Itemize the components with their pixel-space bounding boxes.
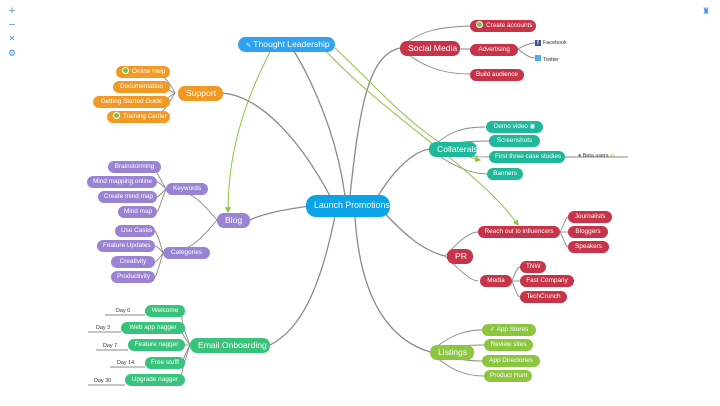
- category-feature-updates-node[interactable]: Feature Updates: [97, 240, 155, 252]
- pr-node[interactable]: PR: [447, 249, 473, 264]
- day-label: Day 14: [117, 360, 135, 366]
- category-productivity-node[interactable]: Productivity: [111, 271, 155, 283]
- play-icon: ◉: [529, 123, 536, 130]
- journalists-node[interactable]: Journalists: [568, 211, 612, 223]
- zoom-out-icon[interactable]: −: [8, 19, 16, 31]
- category-use-cases-node[interactable]: Use Cases: [115, 225, 155, 237]
- bloggers-node[interactable]: Bloggers: [568, 226, 608, 238]
- create-accounts-label: Create accounts: [486, 22, 533, 29]
- check-icon: [476, 21, 483, 28]
- keyword-mind-map-node[interactable]: Mind map: [118, 206, 157, 218]
- build-audience-node[interactable]: Build audience: [470, 69, 524, 81]
- keyword-mind-mapping-online-node[interactable]: Mind mapping online: [87, 176, 157, 188]
- check-icon: [113, 112, 120, 119]
- feature-nagger-node[interactable]: Feature nagger: [128, 339, 185, 351]
- check-icon: ✎: [246, 43, 252, 49]
- speakers-node[interactable]: Speakers: [568, 241, 609, 253]
- beta-user-icon: ●: [578, 153, 582, 159]
- beta-users-label[interactable]: ● Beta users ◎: [578, 153, 615, 159]
- categories-node[interactable]: Categories: [163, 247, 210, 259]
- email-onboarding-node[interactable]: Email Onboarding: [190, 338, 270, 353]
- fast-company-node[interactable]: Fast Company: [520, 275, 574, 287]
- advertising-node[interactable]: Advertising: [470, 44, 518, 56]
- keywords-node[interactable]: Keywords: [166, 183, 208, 195]
- keyword-create-mind-map-node[interactable]: Create mind map: [98, 191, 157, 203]
- user-avatar-icon[interactable]: ♜: [701, 6, 711, 16]
- reach-out-influencers-node[interactable]: Reach out to influencers: [478, 226, 560, 238]
- review-sites-node[interactable]: Review sites: [484, 339, 533, 351]
- web-app-nagger-node[interactable]: Web app nagger: [121, 322, 185, 334]
- screenshots-node[interactable]: Screenshots: [489, 135, 540, 147]
- collapse-icon[interactable]: ✕: [8, 34, 16, 43]
- online-help-label: Online Help: [132, 68, 166, 75]
- product-hunt-node[interactable]: Product Hunt: [484, 370, 532, 382]
- welcome-node[interactable]: Welcome: [145, 305, 185, 317]
- media-node[interactable]: Media: [480, 275, 512, 287]
- create-accounts-node[interactable]: Create accounts: [470, 20, 536, 32]
- check-icon: ✓: [489, 326, 496, 333]
- twitter-label[interactable]: Twitter: [535, 55, 559, 63]
- day-label: Day 3: [96, 325, 111, 331]
- demo-video-node[interactable]: Demo video ◉: [486, 121, 543, 133]
- social-media-node[interactable]: Social Media: [400, 41, 460, 56]
- keyword-brainstorming-node[interactable]: Brainstorming: [108, 161, 161, 173]
- settings-icon[interactable]: ⚙: [7, 48, 17, 58]
- collaterals-node[interactable]: Collaterals: [429, 142, 478, 157]
- beta-status-icon: ◎: [610, 153, 615, 159]
- demo-video-label: Demo video: [493, 123, 528, 130]
- thought-leadership-label: Thought Leadership: [253, 39, 330, 49]
- zoom-in-icon[interactable]: +: [8, 5, 16, 17]
- support-node[interactable]: Support: [178, 86, 223, 101]
- category-creativity-node[interactable]: Creativity: [111, 256, 155, 268]
- documentation-node[interactable]: Documentation: [113, 81, 170, 93]
- app-stores-node[interactable]: ✓ App Stores: [482, 324, 536, 336]
- twitter-icon: [535, 55, 541, 61]
- getting-started-guide-node[interactable]: Getting Started Guide: [93, 96, 170, 108]
- techcrunch-node[interactable]: TechCrunch: [520, 291, 567, 303]
- free-stuff-node[interactable]: Free stuff!: [145, 357, 185, 369]
- check-icon: [122, 67, 129, 74]
- online-help-node[interactable]: Online Help: [116, 66, 170, 78]
- day-label: Day 0: [116, 308, 131, 314]
- thought-leadership-node[interactable]: ✎ Thought Leadership: [238, 37, 335, 52]
- upgrade-nagger-node[interactable]: Upgrade nagger: [125, 374, 185, 386]
- training-center-node[interactable]: Training Center: [107, 111, 170, 123]
- tnw-node[interactable]: TNW: [520, 261, 546, 273]
- case-studies-node[interactable]: First three case studies: [489, 151, 565, 163]
- advertising-label: Advertising: [478, 46, 510, 53]
- listings-node[interactable]: Listings: [430, 345, 474, 360]
- app-directories-node[interactable]: App Directories: [482, 355, 540, 367]
- central-topic[interactable]: Launch Promotions: [306, 195, 390, 217]
- banners-node[interactable]: Banners: [487, 168, 523, 180]
- blog-node[interactable]: Blog: [217, 213, 250, 228]
- app-stores-label: App Stores: [496, 326, 529, 333]
- day-label: Day 7: [103, 343, 118, 349]
- facebook-icon: f: [535, 40, 541, 46]
- day-label: Day 30: [94, 378, 112, 384]
- zoom-toolbar: + − ✕ ⚙: [4, 4, 20, 60]
- training-center-label: Training Center: [123, 113, 167, 120]
